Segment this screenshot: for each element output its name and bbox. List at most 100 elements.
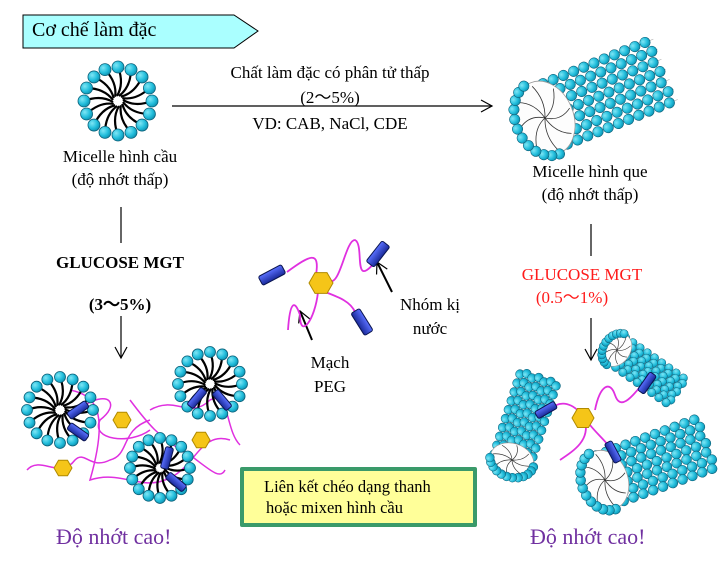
head-group-bead [574,74,586,86]
head-group-bead [601,110,613,122]
head-group-bead [625,373,635,382]
hydrophobic-group-bar [258,264,286,286]
head-group-bead [643,105,655,117]
head-group-bead [132,483,145,496]
head-group-bead [124,126,138,139]
head-group-bead [572,134,584,146]
tail-line [544,88,555,119]
head-group-bead [598,53,610,65]
head-group-bead [647,388,656,398]
head-group-bead [564,78,576,90]
head-group-bead [77,94,91,108]
head-group-bead [591,115,603,127]
title-banner: Cơ chế làm đặc [22,14,259,49]
tail-line [604,472,626,482]
head-group-bead [84,416,97,429]
head-group-bead [619,45,631,57]
head-group-bead [181,450,194,463]
head-group-bead [174,390,187,403]
head-group-bead [585,70,597,82]
peg-chain [286,256,318,276]
head-group-bead [582,130,594,142]
tail-line [544,107,570,120]
head-group-bead [233,365,246,378]
head-group-bead [635,85,647,97]
hydrophobic-group-label: Nhóm kị [400,295,460,314]
tail-line [535,117,546,148]
rod-micelle-icon [508,34,680,162]
hydrophobic-group-bar [165,472,187,492]
head-group-bead [23,391,36,404]
head-group-bead [124,63,138,76]
hydrophobic-group-bar [66,422,90,442]
crosslink-line-1: Liên kết chéo dạng thanh [264,477,431,496]
head-group-bead [551,381,561,391]
head-group-bead [581,119,593,131]
head-group-bead [588,57,600,69]
head-group-bead [615,58,627,70]
head-group-bead [655,77,667,89]
head-group-bead [135,118,149,132]
hydrophobic-group-bar [534,401,558,419]
head-group-bead [596,77,608,89]
glucose-core-hexagon [112,411,132,429]
head-group-bead [629,41,641,53]
peg-chain [84,398,151,440]
glucose-core-hexagon [191,431,211,449]
head-group-bead [132,440,145,453]
head-group-bead [126,450,139,463]
head-group-bead [87,70,101,84]
head-group-bead [191,348,204,361]
rod-micelle [508,34,680,162]
head-group-bead [236,378,248,390]
head-group-bead [653,101,665,113]
peg-chain-label: Mạch [310,353,350,372]
title-text: Cơ chế làm đặc [32,19,157,41]
head-group-bead [619,329,629,339]
crosslink-info-box: Liên kết chéo dạng thanh hoặc mixen hình… [240,467,477,527]
hydrophobic-group-bar [66,400,90,420]
head-group-bead [586,81,598,93]
head-group-bead [578,61,590,73]
head-group-bead [154,492,166,504]
head-group-bead [30,427,43,440]
head-group-bead [572,99,584,111]
head-group-bead [98,63,112,76]
head-group-bead [663,97,675,109]
peg-chain-label-2: PEG [313,377,347,396]
tail-line [615,349,618,365]
left-agent-label: GLUCOSE MGT [56,253,184,272]
rod-micelle-viscosity: (độ nhớt thấp) [541,185,639,204]
head-group-bead [539,416,550,427]
head-group-bead [647,484,659,496]
head-group-bead [661,398,671,408]
head-group-bead [548,390,558,400]
head-group-bead [87,404,99,416]
head-group-bead [602,122,614,134]
head-group-bead [172,378,184,390]
tail-line [493,453,513,461]
spherical-micelle [21,371,99,449]
head-group-bead [604,97,616,109]
spherical-micelle-network-icon [21,346,248,504]
thickener-examples: VD: CAB, NaCl, CDE [252,114,408,133]
glucose-core-hexagon [53,459,73,477]
head-group-bead [611,106,623,118]
tail-line [596,479,606,504]
head-group-bead [654,393,664,403]
head-group-bead [111,128,125,142]
rod-micelle [575,414,718,516]
head-group-bead [154,432,166,444]
head-group-bead [142,434,155,447]
head-group-bead [204,410,216,422]
head-group-bead [531,443,541,453]
peg-chain [327,239,376,283]
head-group-bead [657,481,669,492]
head-group-bead [644,70,656,82]
tail-line [544,117,572,134]
title-banner-shape [22,14,259,49]
head-group-bead [592,126,604,138]
head-group-bead [87,118,101,132]
head-group-bead [536,425,547,435]
thickener-label: Chất làm đặc có phân tử thấp [230,63,430,82]
